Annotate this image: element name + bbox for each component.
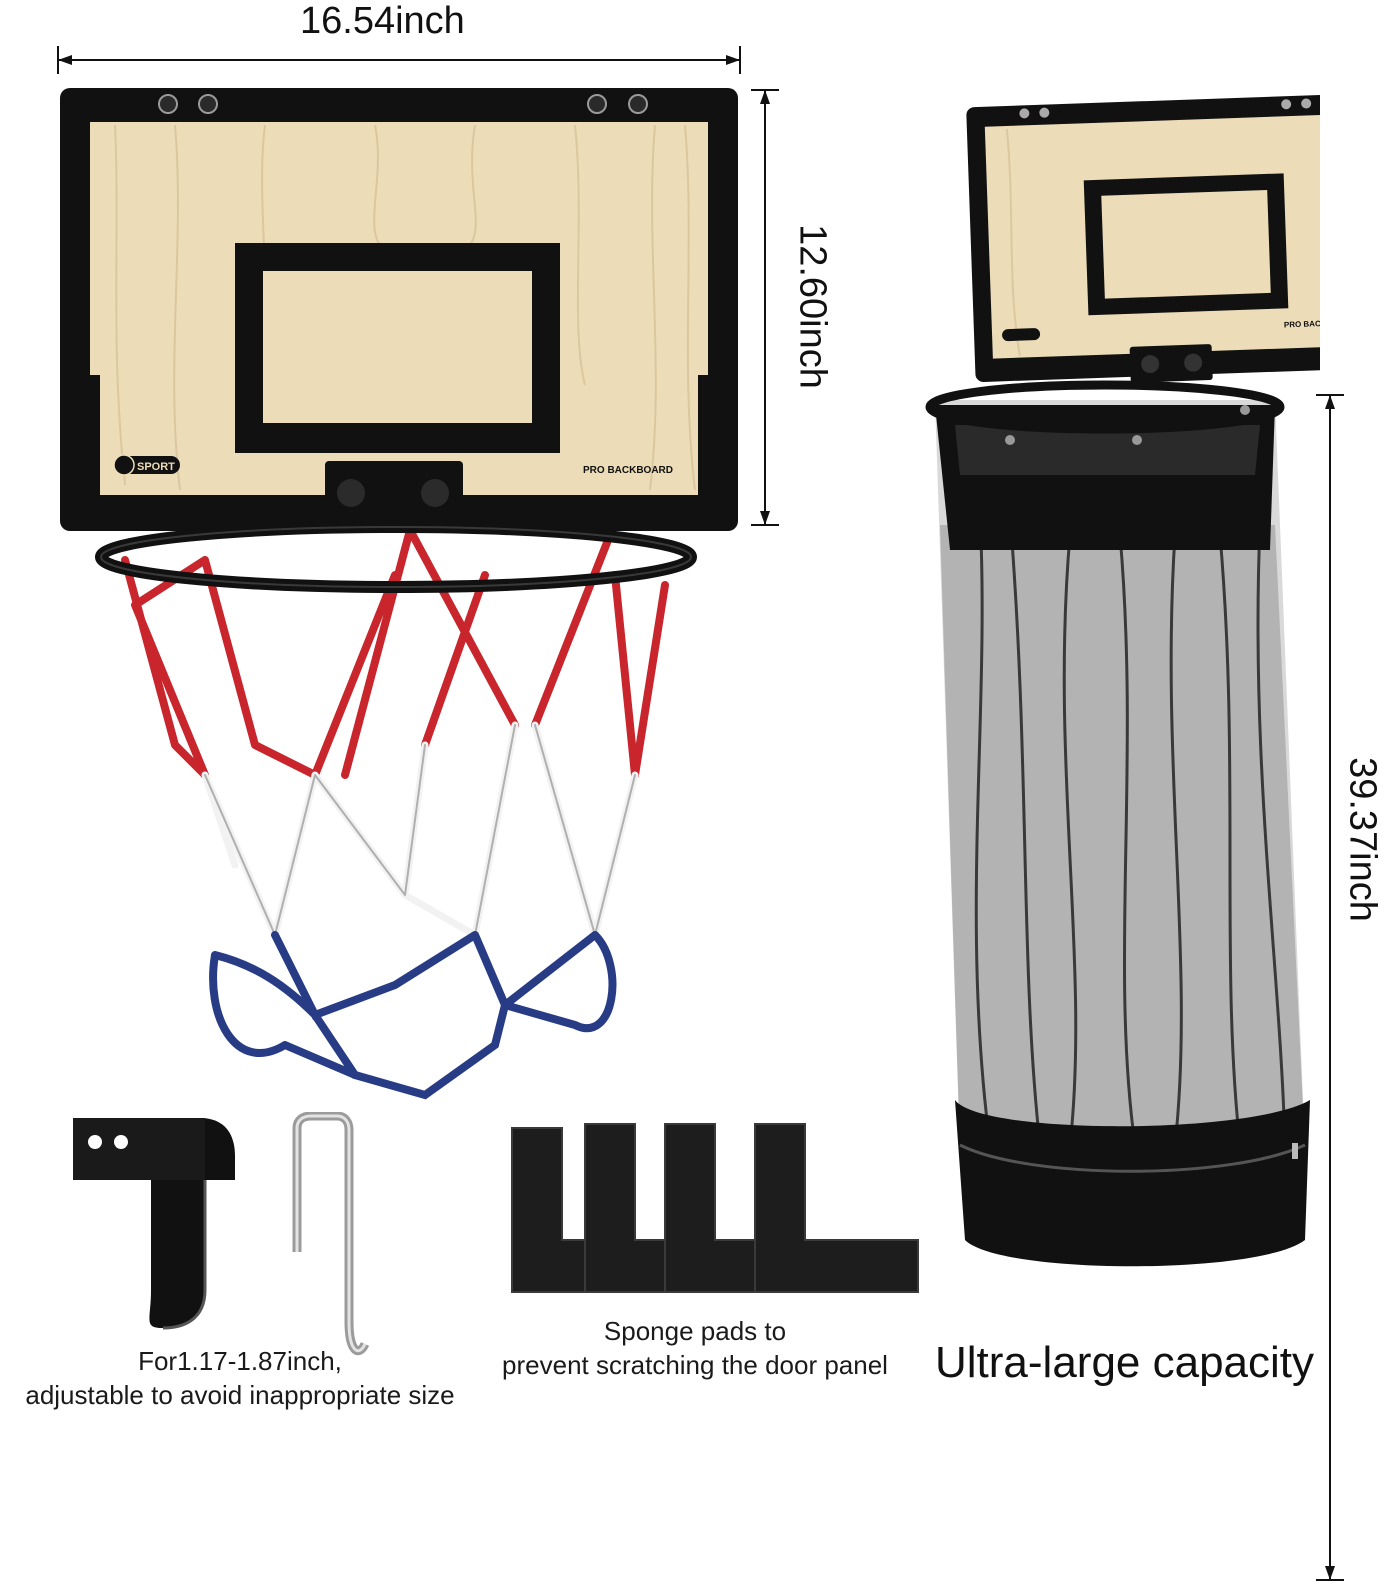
width-dimension-label: 16.54inch xyxy=(300,0,465,42)
bag-rim xyxy=(925,380,1285,434)
sponge-caption: Sponge pads to prevent scratching the do… xyxy=(460,1315,930,1383)
hook-caption-line2: adjustable to avoid inappropriate size xyxy=(25,1379,455,1410)
rim-bracket xyxy=(325,461,463,527)
hook-caption: For1.17-1.87inch, adjustable to avoid in… xyxy=(0,1345,480,1413)
bag-length-dimension-label: 39.37inch xyxy=(1341,757,1384,922)
bag-length-dimension-line xyxy=(1316,394,1344,1581)
height-dimension-line xyxy=(751,89,779,526)
width-dimension-line xyxy=(57,46,741,74)
brand-text: SPORT xyxy=(137,461,175,473)
height-dimension-label: 12.60inch xyxy=(791,224,834,389)
hook-caption-line1: For1.17-1.87inch, xyxy=(138,1346,342,1376)
sponge-pads xyxy=(511,1123,919,1293)
door-hook-black xyxy=(73,1118,235,1330)
backboard-storage-bag-illustration: PRO BACKBOARD xyxy=(925,93,1320,1267)
small-model-text: PRO BACKBOARD xyxy=(1284,318,1320,330)
mesh-folds xyxy=(974,514,1287,1146)
bag-zipper-bottom xyxy=(955,1100,1310,1267)
backboard-hoop-illustration: SPORT PRO BACKBOARD xyxy=(60,88,738,1100)
capacity-caption: Ultra-large capacity xyxy=(935,1338,1315,1387)
screws xyxy=(158,94,648,114)
sponge-caption-line2: prevent scratching the door panel xyxy=(502,1349,888,1380)
sponge-caption-line1: Sponge pads to xyxy=(603,1316,787,1346)
door-hook-metal xyxy=(292,1112,370,1356)
model-text: PRO BACKBOARD xyxy=(583,465,673,476)
net xyxy=(121,526,669,1100)
